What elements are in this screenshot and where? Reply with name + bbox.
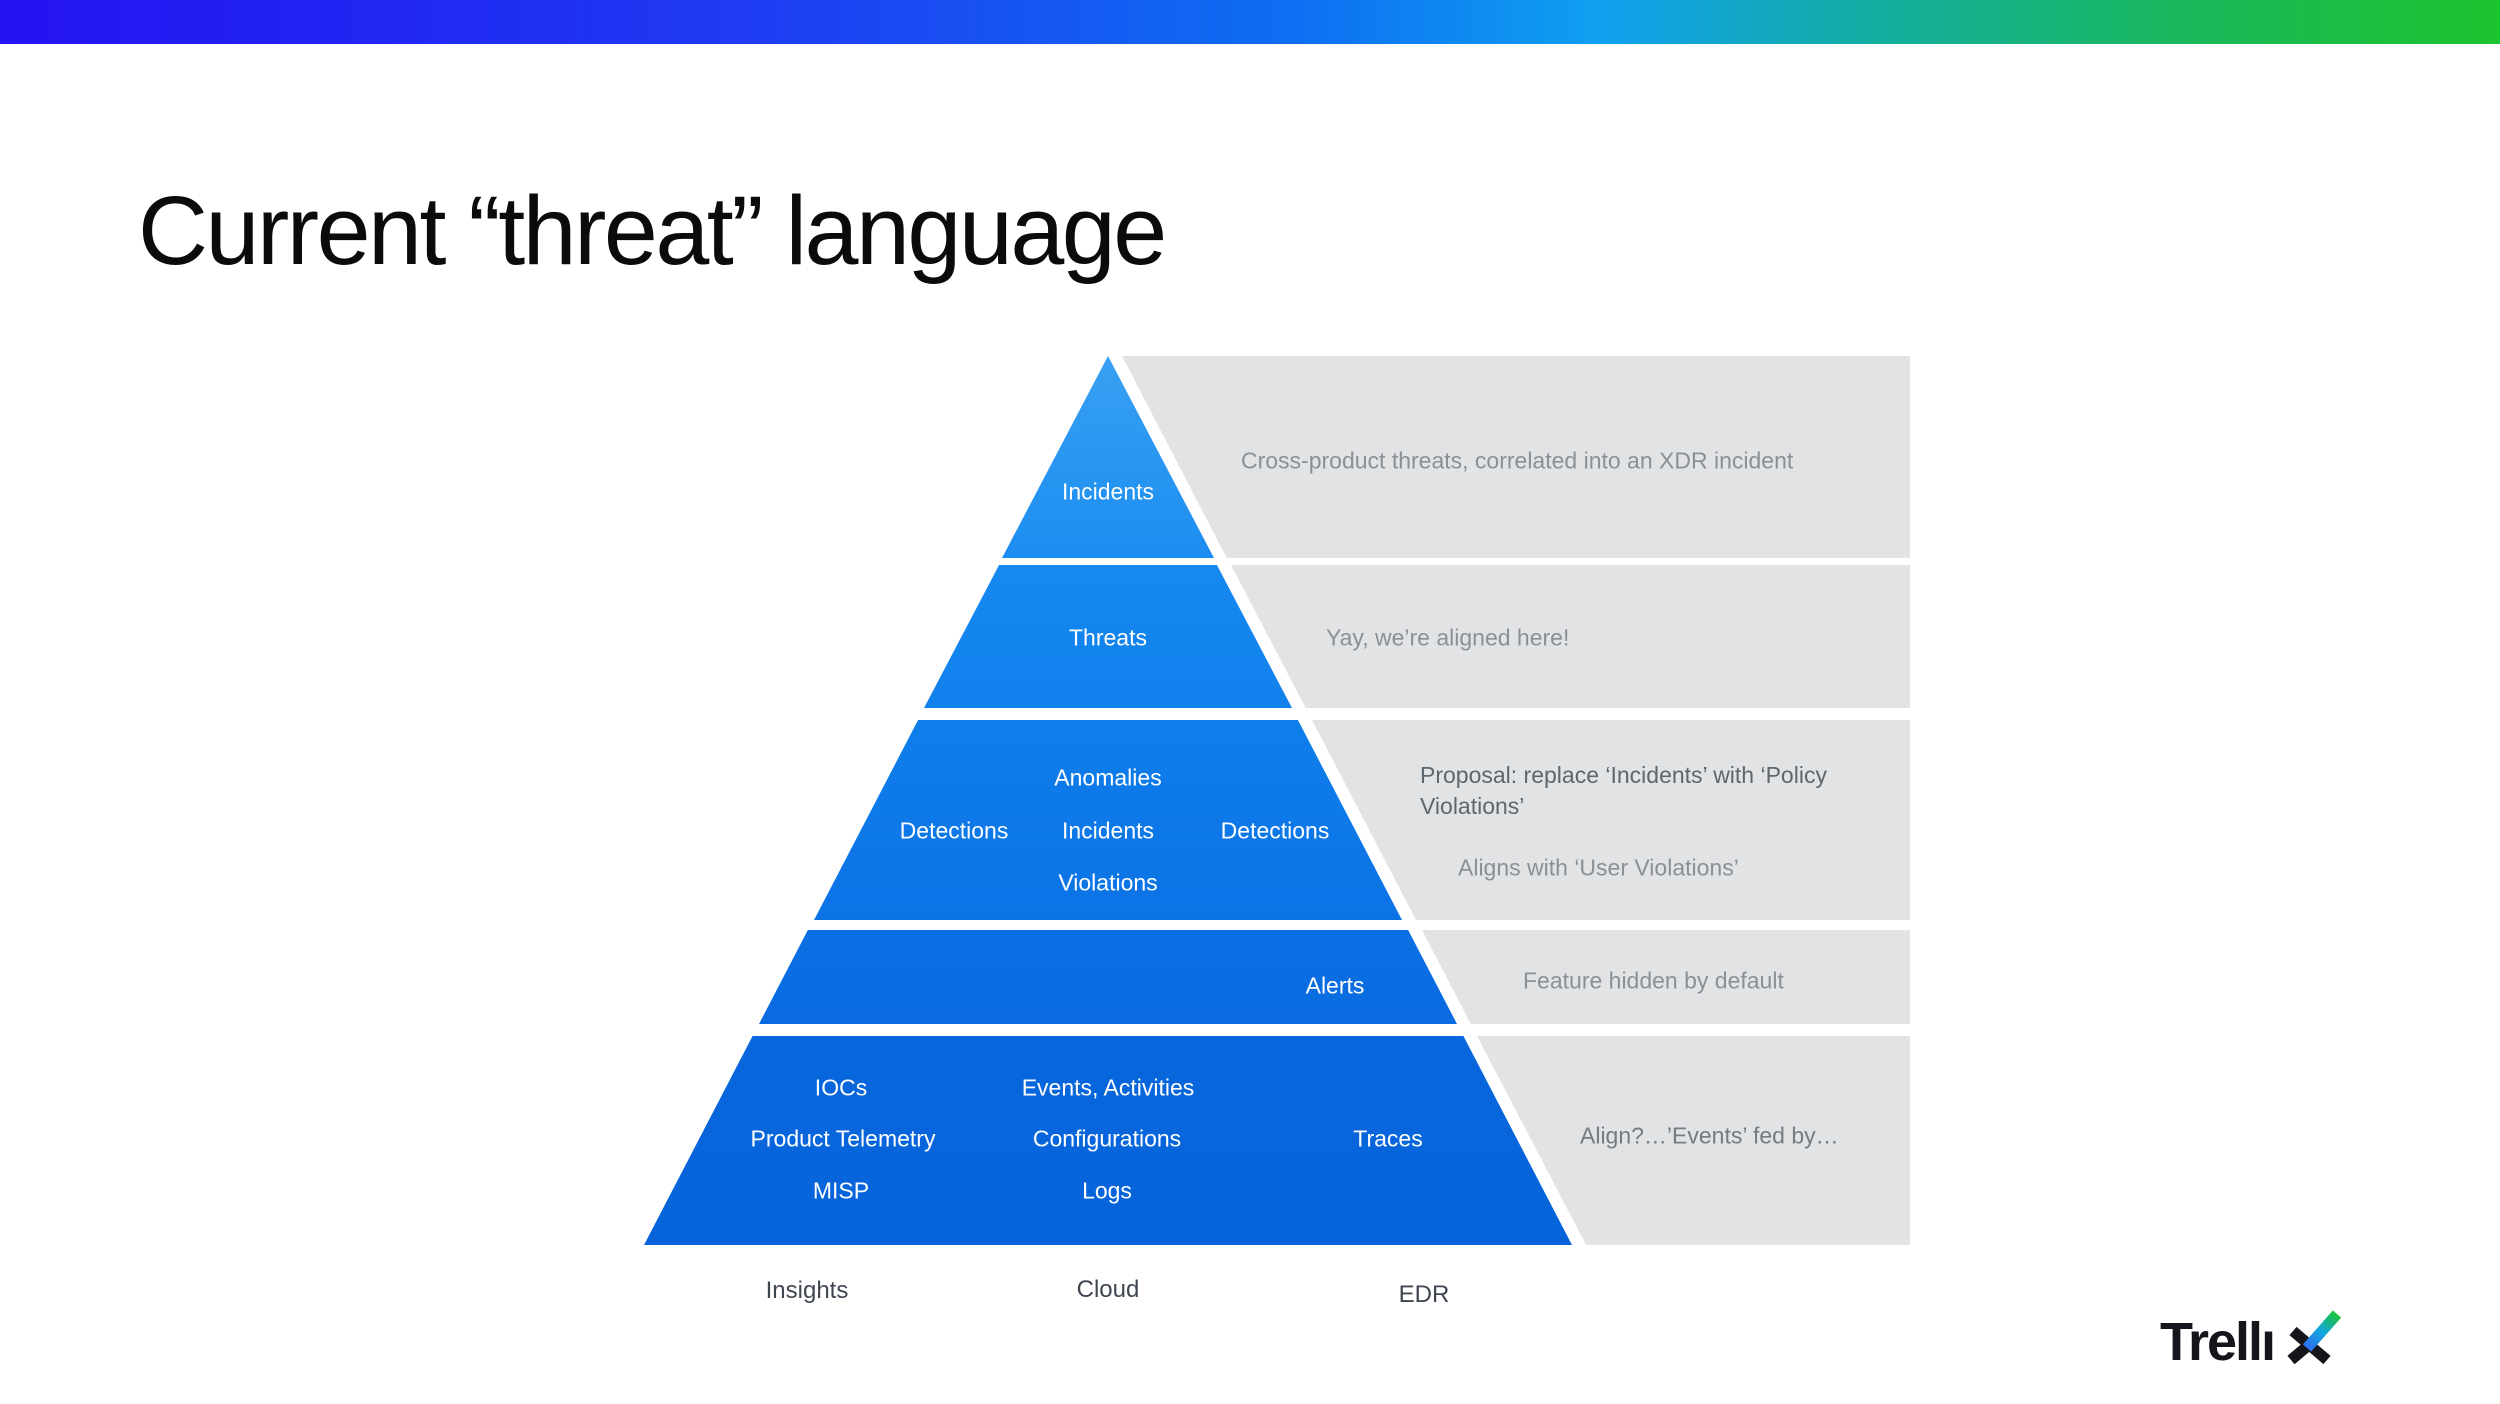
label-incidents-top: Incidents <box>1061 478 1155 505</box>
label-misp: MISP <box>812 1177 870 1204</box>
pyramid-level-detections <box>814 720 1402 920</box>
axis-label-insights: Insights <box>765 1277 849 1304</box>
label-incidents-mid: Incidents <box>1061 817 1155 844</box>
label-traces: Traces <box>1353 1125 1423 1152</box>
annotation-telemetry: Align?…’Events’ fed by… <box>1580 1122 1839 1149</box>
label-anomalies: Anomalies <box>1054 764 1162 791</box>
pyramid-level-alerts <box>759 930 1457 1024</box>
annotation-panel-detections <box>1312 720 1910 920</box>
label-detections-right: Detections <box>1220 817 1330 844</box>
annotation-threats: Yay, we’re aligned here! <box>1326 624 1570 651</box>
annotation-panel-threats <box>1231 565 1910 708</box>
annotation-detections-aligns: Aligns with ‘User Violations’ <box>1458 854 1739 881</box>
label-violations: Violations <box>1058 869 1158 896</box>
annotation-panel-incidents <box>1122 356 1910 558</box>
label-iocs: IOCs <box>814 1074 868 1101</box>
pyramid-level-telemetry <box>644 1036 1572 1245</box>
label-logs: Logs <box>1082 1177 1132 1204</box>
axis-label-cloud: Cloud <box>1076 1276 1140 1303</box>
label-detections-left: Detections <box>899 817 1009 844</box>
label-configurations: Configurations <box>1032 1125 1182 1152</box>
logo-gradient-slash <box>2302 1310 2342 1352</box>
annotation-panel-alerts <box>1422 930 1910 1024</box>
axis-label-edr: EDR <box>1398 1281 1450 1308</box>
trellix-wordmark-text: Trellı <box>2160 1312 2274 1368</box>
label-threats: Threats <box>1069 624 1147 651</box>
slide-title: Current “threat” language <box>138 176 1167 285</box>
annotation-detections-proposal: Proposal: replace ‘Incidents’ with ‘Poli… <box>1420 762 1827 819</box>
brand-gradient-bar <box>0 0 2500 44</box>
label-events-activities: Events, Activities <box>1021 1074 1195 1101</box>
label-alerts: Alerts <box>1305 972 1365 999</box>
label-product-telemetry: Product Telemetry <box>750 1125 936 1152</box>
trellix-logo: Trellı <box>2160 1310 2342 1368</box>
annotation-alerts: Feature hidden by default <box>1523 967 1784 994</box>
annotation-incidents: Cross-product threats, correlated into a… <box>1241 447 1794 474</box>
